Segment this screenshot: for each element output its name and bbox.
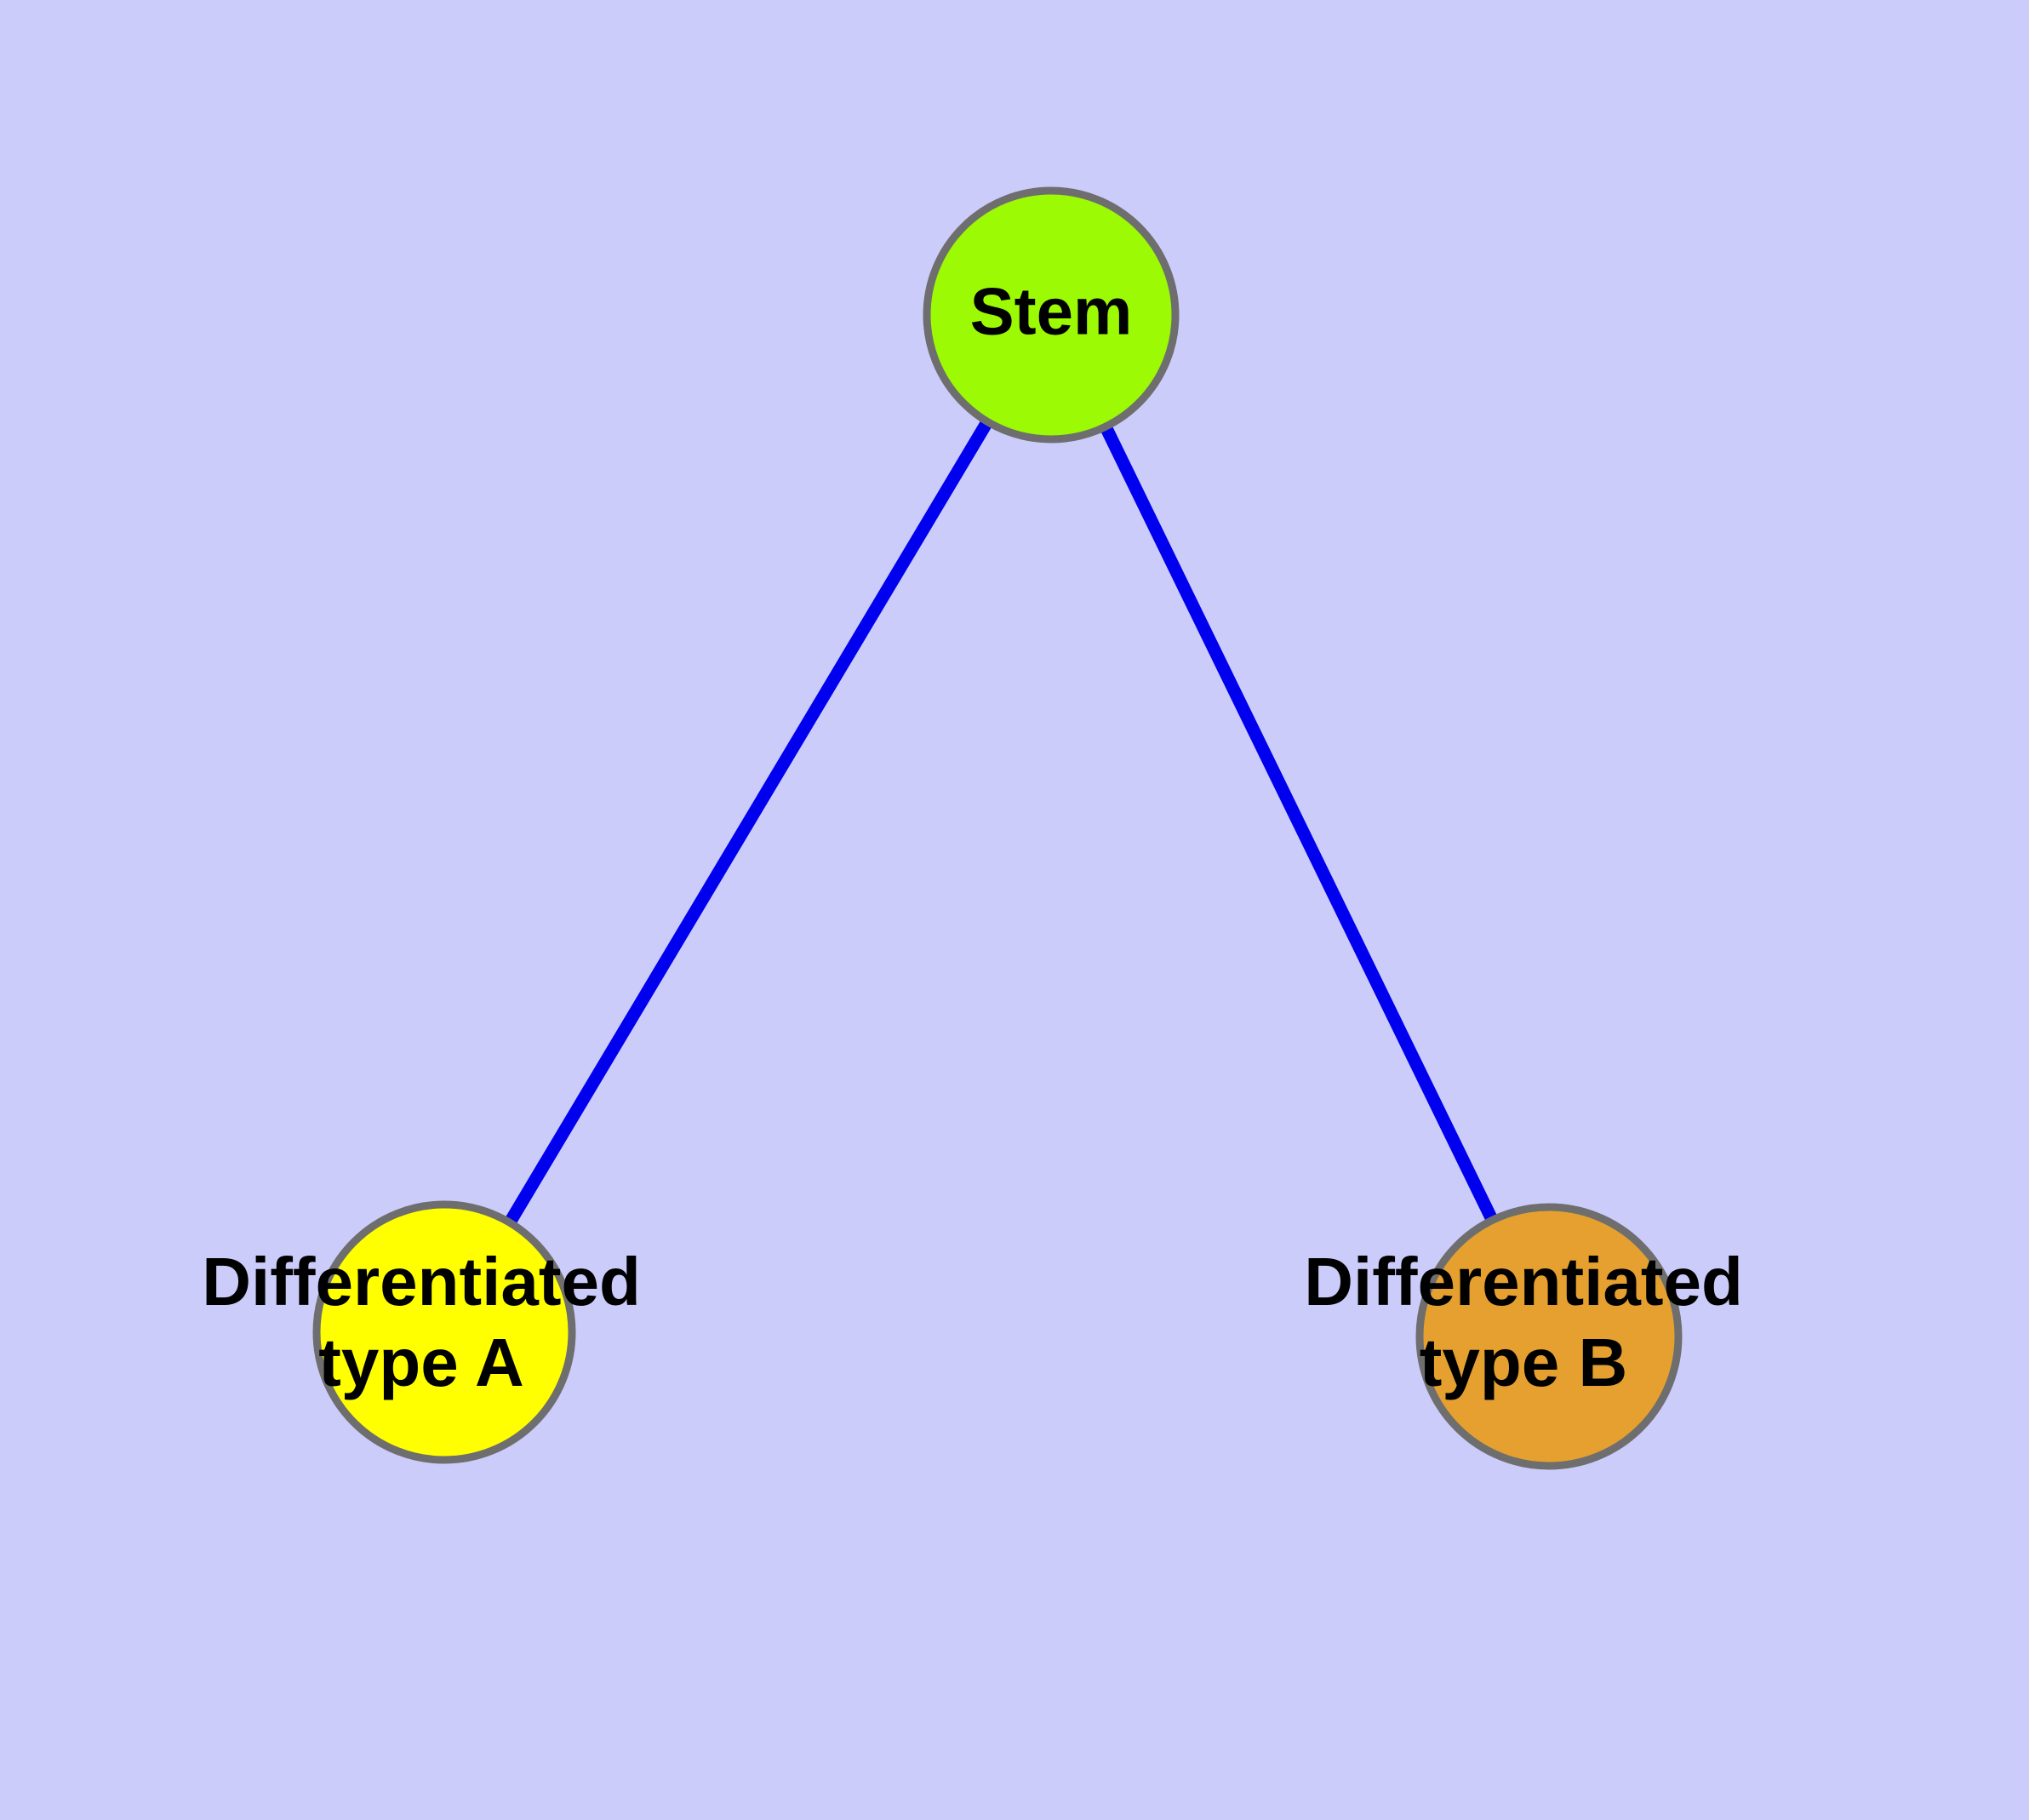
node-stem[interactable]: Stem xyxy=(923,186,1180,444)
node-stem-label: Stem xyxy=(970,274,1133,349)
node-differentiated-type-b[interactable]: Differentiated type B xyxy=(1304,1203,1743,1470)
edge-layer xyxy=(504,418,1499,1227)
edge-stem-to-differentiated-type-a[interactable] xyxy=(504,418,993,1227)
edge-stem-to-differentiated-type-b[interactable] xyxy=(1100,423,1499,1223)
node-layer: Stem Differentiated type A Differentiate… xyxy=(202,186,1743,1470)
node-differentiated-type-a-circle[interactable] xyxy=(312,1200,576,1464)
node-differentiated-type-b-label-line1: Differentiated xyxy=(1304,1244,1743,1319)
node-differentiated-type-b-circle[interactable] xyxy=(1415,1203,1683,1470)
node-differentiated-type-a-label-line2: type A xyxy=(318,1325,524,1400)
node-differentiated-type-b-label-line2: type B xyxy=(1420,1325,1628,1400)
node-stem-circle[interactable] xyxy=(923,186,1180,444)
node-differentiated-type-a-label-line1: Differentiated xyxy=(202,1244,641,1319)
node-differentiated-type-a[interactable]: Differentiated type A xyxy=(202,1200,641,1464)
